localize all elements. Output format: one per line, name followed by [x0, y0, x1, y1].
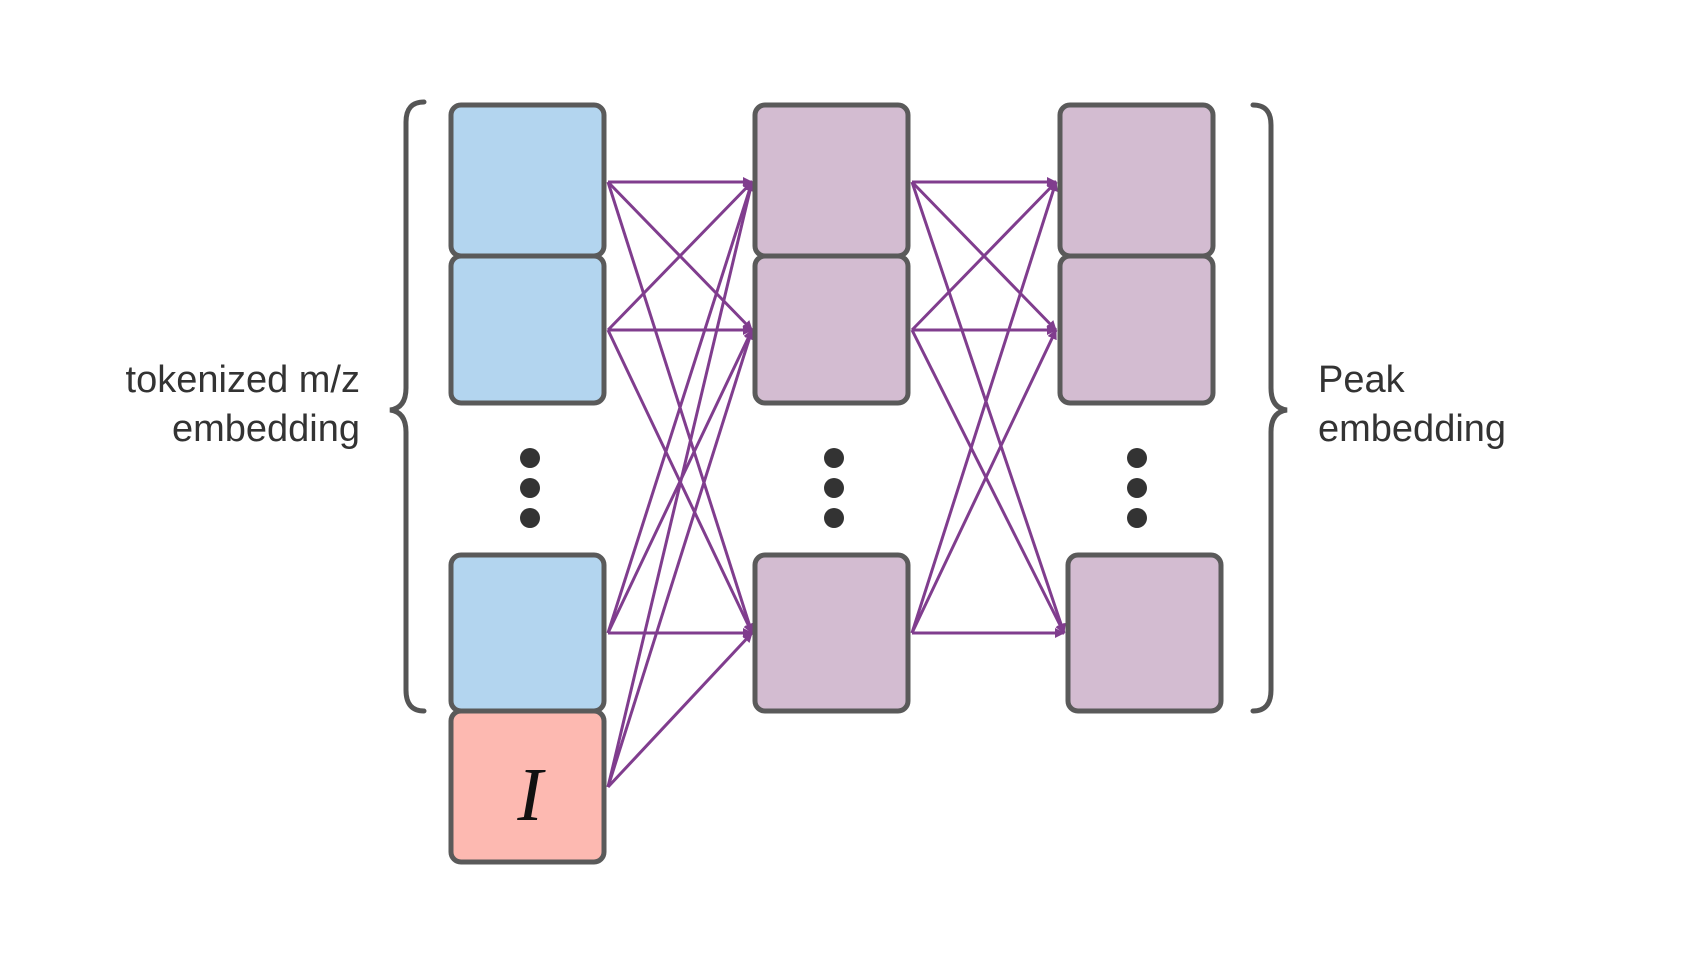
input-node-n [448, 552, 607, 714]
hidden-to-output-arrow-2-0 [910, 181, 1059, 634]
input-to-hidden-arrow-1-0 [606, 180, 754, 332]
output-ellipsis [1127, 448, 1147, 528]
output-node-2 [1057, 253, 1216, 406]
right-label-line2: embedding [1318, 408, 1506, 450]
input-to-hidden-arrow-3-1 [606, 329, 755, 788]
input-node-2 [448, 253, 607, 406]
hidden-to-output-arrow-1-0 [910, 180, 1058, 332]
hidden-to-output-arrow-2-1 [910, 329, 1058, 634]
hidden-ellipsis [824, 448, 844, 528]
input-to-hidden-arrow-2-0 [606, 181, 755, 634]
intensity-symbol: I [516, 753, 546, 837]
input-ellipsis [520, 448, 540, 528]
hidden-node-2 [752, 253, 911, 406]
intensity-node [448, 708, 607, 865]
output-node-n [1065, 552, 1224, 714]
right-label-line1: Peak [1318, 359, 1406, 401]
left-brace [389, 99, 427, 714]
left-label-line1: tokenized m/z [126, 359, 360, 401]
left-label-line2: embedding [172, 408, 360, 450]
connections [606, 177, 1066, 789]
input-to-hidden-arrow-3-2 [606, 631, 754, 789]
hidden-node-1 [752, 102, 911, 259]
hidden-to-output-arrow-1-2 [910, 329, 1066, 634]
output-node-1 [1057, 102, 1216, 259]
input-to-hidden-arrow-3-0 [606, 181, 755, 788]
hidden-node-n [752, 552, 911, 714]
input-node-1 [448, 102, 607, 259]
hidden-to-output-arrow-0-2 [910, 181, 1066, 634]
right-brace [1250, 102, 1288, 714]
